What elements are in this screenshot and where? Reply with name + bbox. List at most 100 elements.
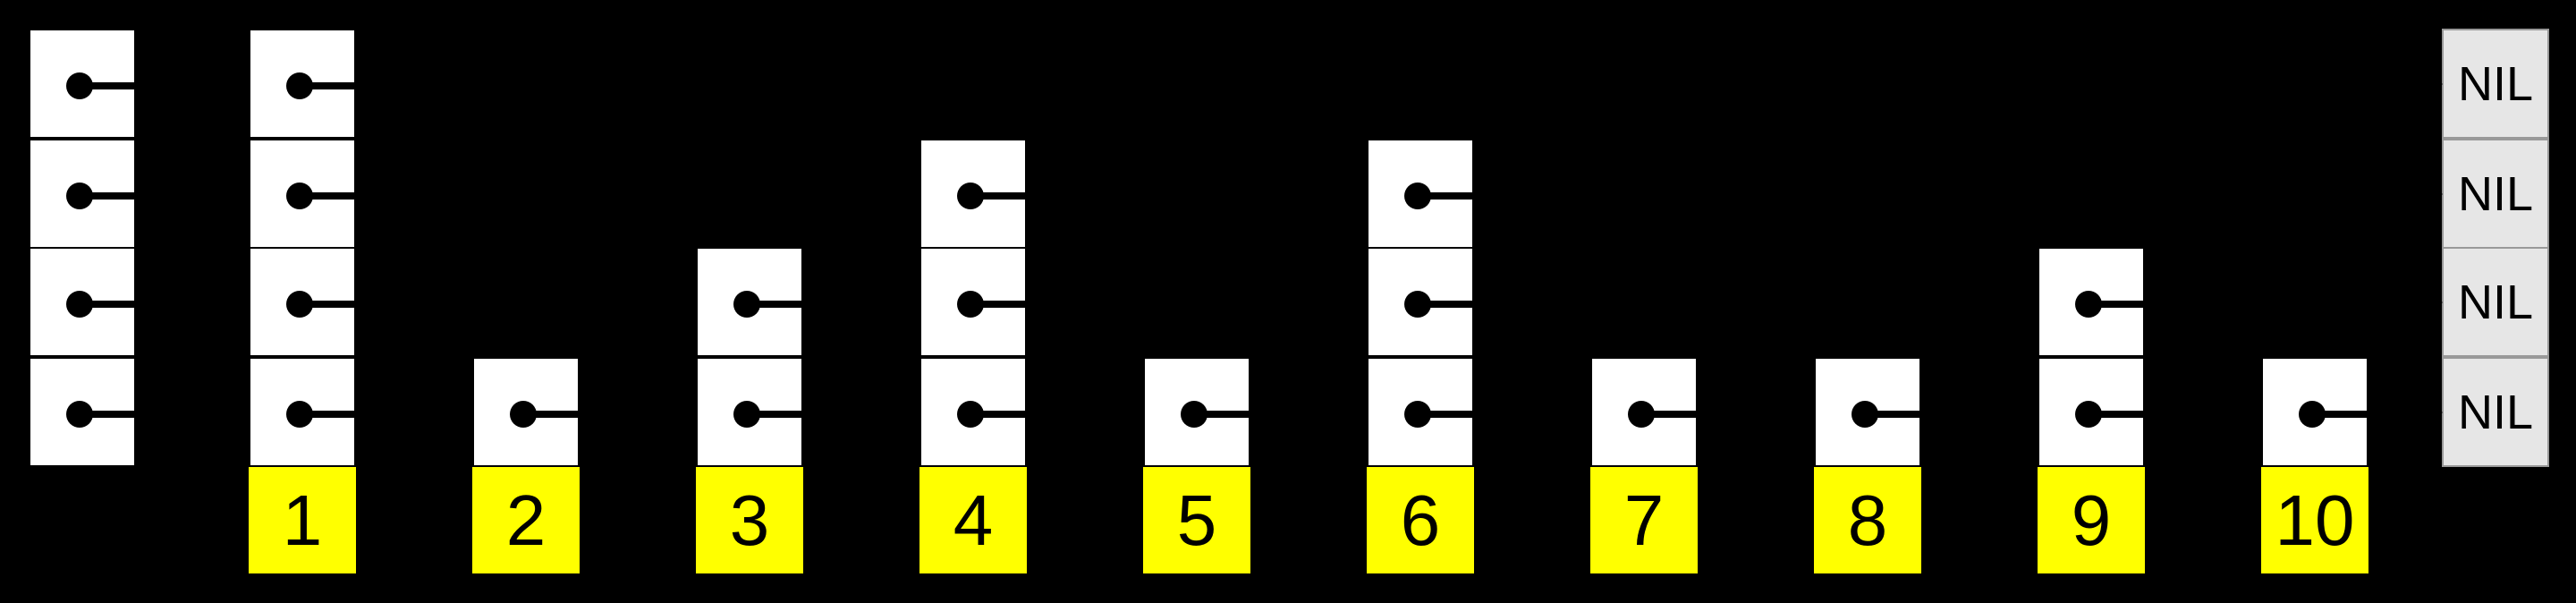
pointer-dot-icon <box>957 291 984 318</box>
pointer-stub <box>980 301 1029 308</box>
pointer-dot-icon <box>2075 401 2102 428</box>
pointer-dot-icon <box>1404 291 1431 318</box>
node-level-cell <box>2261 357 2370 467</box>
pointer-stub <box>980 192 1029 200</box>
node-level-cell <box>472 357 581 467</box>
pointer-dot-icon <box>957 401 984 428</box>
node-level-cell <box>249 247 358 357</box>
node-key-label: 1 <box>249 467 356 573</box>
pointer-stub <box>309 82 358 89</box>
node-key-label: 8 <box>1814 467 1921 573</box>
pointer-arrowhead-icon <box>235 74 250 94</box>
head-node-level-cell <box>29 29 138 139</box>
pointer-stub <box>2098 411 2147 418</box>
nil-cell: NIL <box>2442 357 2549 467</box>
node-level-cell <box>1143 357 1252 467</box>
node-level-cell <box>1590 357 1699 467</box>
pointer-stub <box>309 411 358 418</box>
node-key-label: 6 <box>1367 467 1474 573</box>
node-level-cell <box>1814 357 1923 467</box>
pointer-stub <box>89 411 138 418</box>
pointer-link <box>1698 409 1801 416</box>
pointer-arrowhead-icon <box>235 293 250 312</box>
node-level-cell <box>249 29 358 139</box>
node-key-label: 9 <box>2038 467 2145 573</box>
pointer-stub <box>89 301 138 308</box>
node-key-label: 3 <box>696 467 803 573</box>
pointer-dot-icon <box>1404 401 1431 428</box>
pointer-dot-icon <box>957 183 984 209</box>
node-level-cell <box>919 357 1029 467</box>
pointer-arrowhead-icon <box>2428 403 2443 422</box>
pointer-dot-icon <box>66 183 93 209</box>
pointer-dot-icon <box>510 401 537 428</box>
node-key-label: 5 <box>1143 467 1250 573</box>
node-key-label: 10 <box>2261 467 2368 573</box>
pointer-arrowhead-icon <box>2248 403 2262 422</box>
pointer-arrowhead-icon <box>235 184 250 204</box>
node-key-label: 2 <box>472 467 580 573</box>
pointer-link <box>580 409 683 416</box>
node-level-cell <box>919 247 1029 357</box>
node-level-cell <box>249 357 358 467</box>
pointer-link <box>2145 299 2429 306</box>
pointer-arrowhead-icon <box>682 403 697 422</box>
pointer-stub <box>1651 411 1699 418</box>
pointer-stub <box>1428 411 1476 418</box>
pointer-link <box>356 191 907 198</box>
pointer-link <box>1921 409 2025 416</box>
pointer-link <box>1027 299 1354 306</box>
pointer-arrowhead-icon <box>2024 293 2038 312</box>
node-level-cell <box>1367 247 1476 357</box>
pointer-dot-icon <box>66 72 93 99</box>
node-level-cell <box>696 247 805 357</box>
nil-cell: NIL <box>2442 139 2549 249</box>
pointer-link <box>1474 191 2429 198</box>
pointer-link <box>1027 409 1131 416</box>
pointer-arrowhead-icon <box>235 403 250 422</box>
pointer-dot-icon <box>1628 401 1655 428</box>
pointer-link <box>356 299 683 306</box>
pointer-arrowhead-icon <box>1353 184 1368 204</box>
pointer-stub <box>1204 411 1252 418</box>
pointer-arrowhead-icon <box>1577 403 1591 422</box>
pointer-arrowhead-icon <box>1353 293 1368 312</box>
pointer-arrowhead-icon <box>1353 403 1368 422</box>
pointer-stub <box>980 411 1029 418</box>
pointer-link <box>356 81 2429 88</box>
pointer-arrowhead-icon <box>459 403 473 422</box>
nil-cell: NIL <box>2442 247 2549 357</box>
node-level-cell <box>919 139 1029 249</box>
pointer-dot-icon <box>286 183 313 209</box>
pointer-arrowhead-icon <box>2428 184 2443 204</box>
pointer-link <box>803 409 907 416</box>
pointer-stub <box>309 301 358 308</box>
pointer-link <box>136 409 236 416</box>
pointer-dot-icon <box>286 291 313 318</box>
node-level-cell <box>696 357 805 467</box>
pointer-arrowhead-icon <box>1801 403 1815 422</box>
pointer-stub <box>757 301 805 308</box>
node-level-cell <box>2038 357 2147 467</box>
pointer-arrowhead-icon <box>1130 403 1144 422</box>
node-level-cell <box>2038 247 2147 357</box>
pointer-dot-icon <box>2299 401 2326 428</box>
pointer-stub <box>1428 301 1476 308</box>
pointer-stub <box>1875 411 1923 418</box>
pointer-dot-icon <box>66 401 93 428</box>
node-key-label: 4 <box>919 467 1027 573</box>
pointer-stub <box>2322 411 2370 418</box>
pointer-link <box>356 409 460 416</box>
node-level-cell <box>1367 357 1476 467</box>
pointer-arrowhead-icon <box>906 403 920 422</box>
pointer-arrowhead-icon <box>2024 403 2038 422</box>
pointer-dot-icon <box>733 291 760 318</box>
pointer-link <box>1474 299 2025 306</box>
head-node-level-cell <box>29 139 138 249</box>
pointer-dot-icon <box>286 401 313 428</box>
pointer-link <box>2145 409 2249 416</box>
pointer-dot-icon <box>66 291 93 318</box>
pointer-stub <box>89 192 138 200</box>
nil-cell: NIL <box>2442 29 2549 139</box>
pointer-link <box>1474 409 1578 416</box>
